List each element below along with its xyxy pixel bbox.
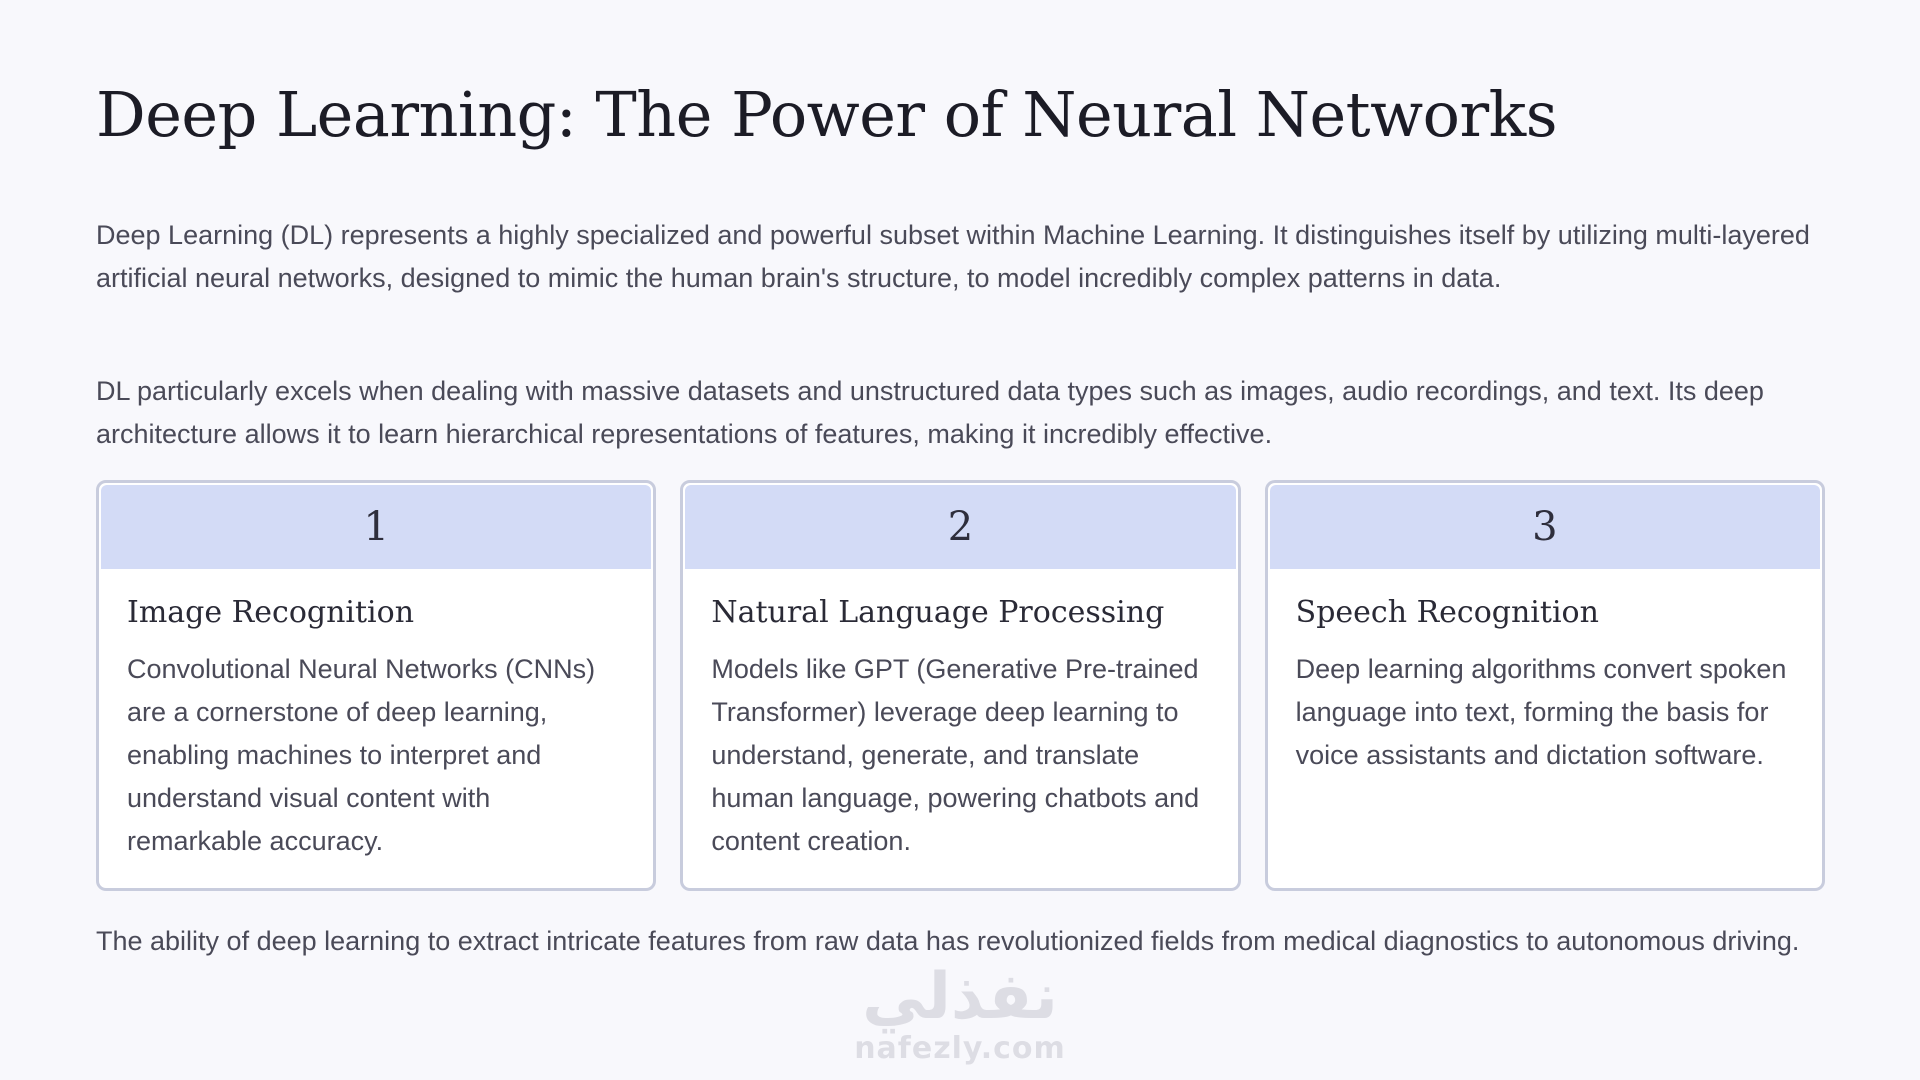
card-natural-language-processing: 2 Natural Language Processing Models lik… (680, 480, 1241, 891)
card-title: Image Recognition (127, 595, 415, 630)
card-title: Speech Recognition (1295, 595, 1599, 630)
watermark-logo: نفذلي nafezly.com (850, 962, 1070, 1066)
card-text: Convolutional Neural Networks (CNNs) are… (127, 654, 596, 856)
slide-title: Deep Learning: The Power of Neural Netwo… (96, 78, 1558, 151)
intro-paragraph: Deep Learning (DL) represents a highly s… (96, 220, 1810, 293)
card-number: 2 (947, 504, 974, 550)
card-header: 2 (685, 485, 1236, 569)
card-body: Natural Language Processing Models like … (683, 569, 1237, 863)
watermark-url: nafezly.com (854, 1031, 1066, 1066)
card-number: 3 (1532, 504, 1558, 550)
watermark-arabic: نفذلي (862, 960, 1058, 1034)
card-body: Speech Recognition Deep learning algorit… (1268, 569, 1822, 777)
card-header: 3 (1269, 485, 1820, 569)
conclusion-paragraph: The ability of deep learning to extract … (96, 926, 1800, 956)
card-body: Image Recognition Convolutional Neural N… (99, 569, 653, 863)
card-image-recognition: 1 Image Recognition Convolutional Neural… (96, 480, 657, 891)
card-header: 1 (101, 485, 652, 569)
card-speech-recognition: 3 Speech Recognition Deep learning algor… (1264, 480, 1825, 891)
card-title: Natural Language Processing (711, 595, 1165, 630)
card-number: 1 (363, 504, 389, 550)
card-text: Deep learning algorithms convert spoken … (1295, 654, 1787, 770)
detail-paragraph: DL particularly excels when dealing with… (96, 376, 1764, 449)
card-text: Models like GPT (Generative Pre-trained … (711, 654, 1200, 856)
application-cards: 1 Image Recognition Convolutional Neural… (96, 480, 1825, 891)
